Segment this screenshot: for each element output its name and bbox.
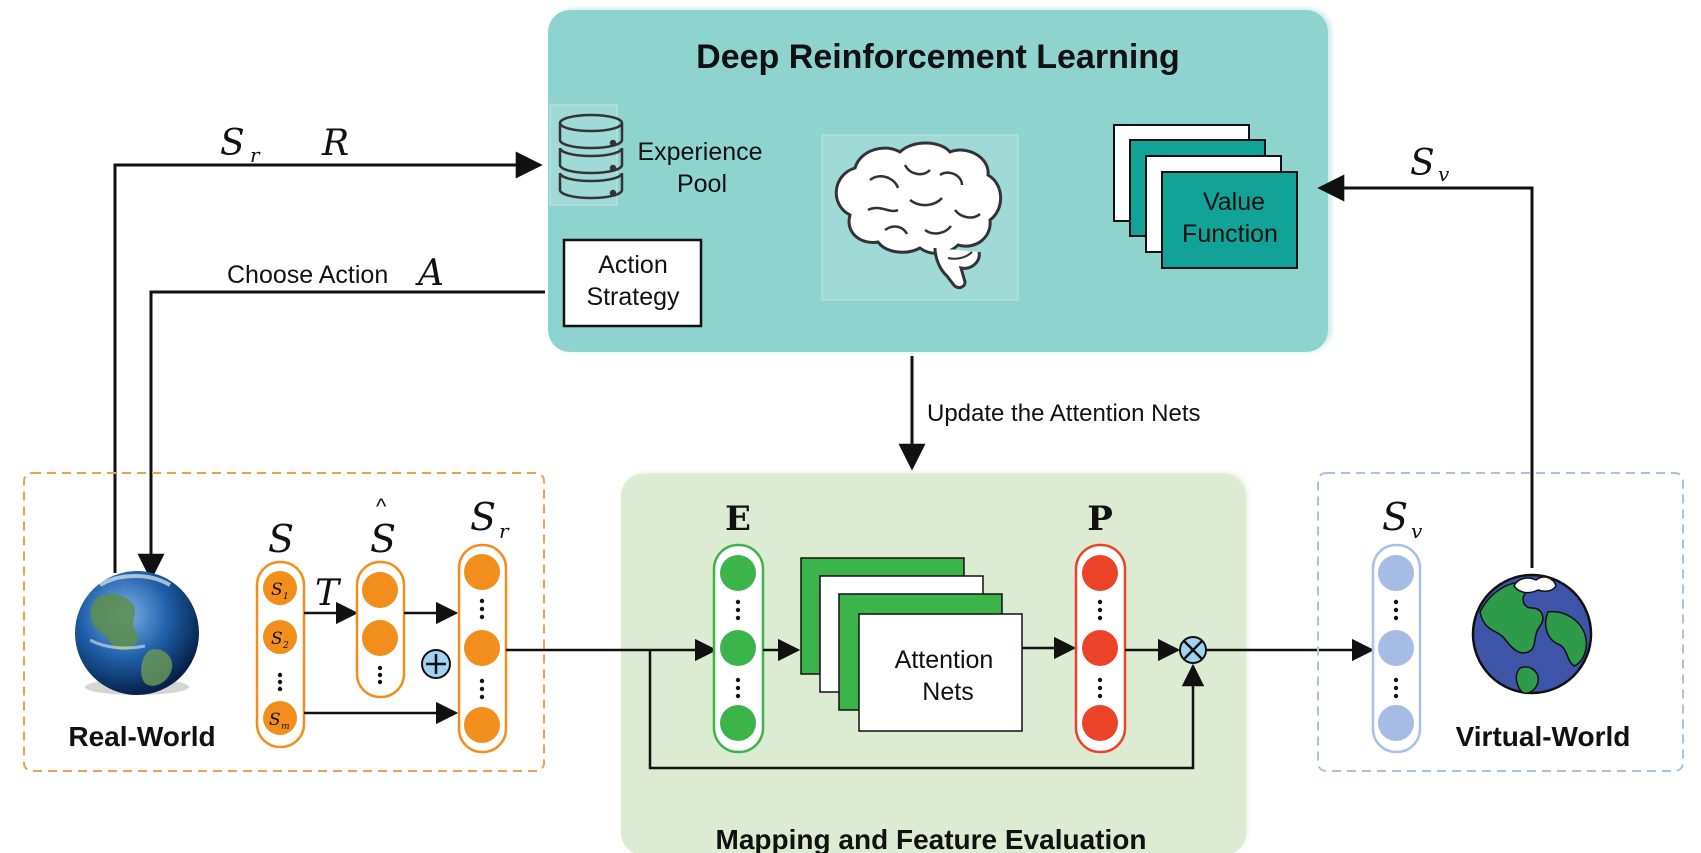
plus-circle-icon [421, 649, 451, 679]
skip-connection-arrow [648, 650, 1205, 770]
action-strategy-line2: Strategy [586, 283, 680, 311]
update-arrow: Update the Attention Nets [898, 356, 1201, 471]
transform-arrow: T [304, 573, 359, 625]
sr-column-sub: r [499, 519, 510, 543]
action-strategy-line1: Action [598, 251, 667, 279]
sr-column [457, 543, 508, 754]
update-label: Update the Attention Nets [927, 400, 1201, 427]
multiply-circle-icon [1179, 636, 1207, 664]
attention-nets-stack: Attention Nets [800, 557, 1023, 732]
mapping-title: Mapping and Feature Evaluation [716, 824, 1147, 853]
real-world-label: Real-World [68, 721, 215, 752]
sv-top-subscript: v [1438, 162, 1450, 186]
value-function-stack: Value Function [1113, 124, 1298, 269]
attention-nets-line2: Nets [922, 678, 973, 706]
state-reward-arrow: S r R [113, 123, 543, 573]
drl-title: Deep Reinforcement Learning [696, 38, 1180, 76]
e-column-label: E [725, 499, 751, 539]
svg-text:S: S [370, 517, 396, 561]
earth-globe-icon [75, 571, 199, 695]
brain-icon [821, 134, 1019, 301]
svg-text:^: ^ [376, 494, 387, 519]
p-column-label: P [1087, 499, 1113, 539]
attention-nets-line1: Attention [895, 646, 994, 674]
s1-node-sub: 1 [283, 592, 289, 602]
virtual-state-arrow: S v [1317, 143, 1534, 568]
s-column-label: S [268, 517, 294, 561]
sv-column-sub: v [1411, 519, 1423, 543]
choose-action-arrow: Choose Action A [137, 253, 545, 581]
experience-pool-line2: Pool [677, 170, 727, 198]
sr-symbol: S [220, 123, 245, 164]
sv-column-label: S [1382, 495, 1408, 539]
action-symbol: A [415, 253, 444, 294]
s-hat-column [355, 560, 406, 699]
s2-node-symbol: S [271, 629, 283, 649]
e-column [712, 543, 765, 754]
s-column: S 1 S 2 S m [255, 560, 306, 749]
choose-action-label: Choose Action [227, 261, 388, 289]
transform-symbol: T [315, 573, 342, 614]
sv-top-symbol: S [1410, 143, 1435, 184]
sr-subscript: r [250, 143, 261, 167]
sr-column-label: S [470, 495, 496, 539]
reward-symbol: R [321, 123, 349, 164]
virtual-globe-icon [1471, 573, 1593, 695]
virtual-world-label: Virtual-World [1456, 721, 1631, 752]
s1-node-symbol: S [271, 580, 283, 600]
value-function-line1: Value [1203, 188, 1265, 216]
sm-node-symbol: S [269, 710, 281, 730]
s-hat-column-label: S ^ [370, 494, 396, 561]
virtual-world-panel [1317, 472, 1684, 772]
action-strategy-box: Action Strategy [562, 238, 703, 328]
sv-column [1371, 543, 1422, 754]
s2-node-sub: 2 [282, 641, 289, 651]
sm-node-sub: m [281, 722, 290, 732]
value-function-line2: Function [1182, 220, 1278, 248]
experience-pool-line1: Experience [637, 138, 762, 166]
database-icon [549, 104, 624, 206]
p-column [1074, 543, 1127, 754]
